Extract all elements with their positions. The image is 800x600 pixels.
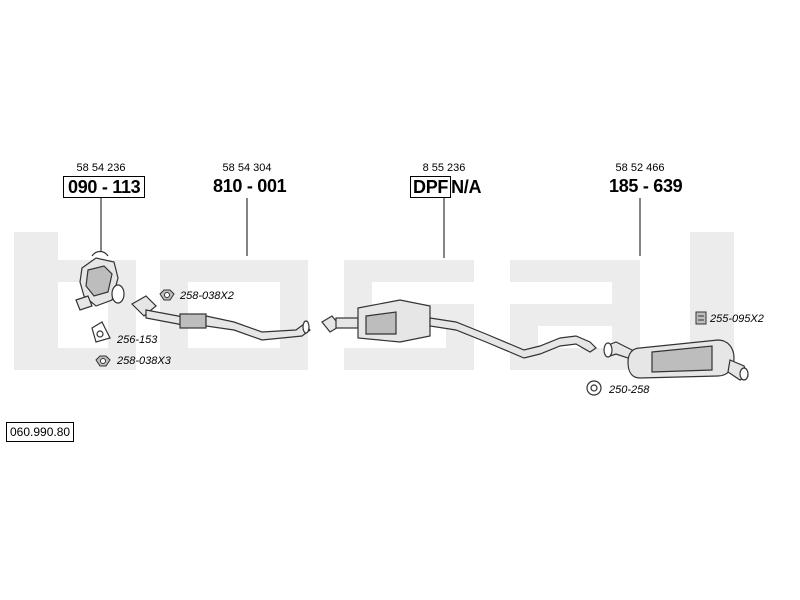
- part-number-4[interactable]: 185 - 639: [609, 176, 683, 196]
- oem-number-1: 58 54 236: [76, 162, 126, 174]
- catalog-number: 060.990.80: [6, 422, 75, 442]
- front-pipe: [131, 295, 311, 341]
- accessory-label-nut-x2[interactable]: 258-038X2: [180, 290, 234, 302]
- leader-lines: [100, 198, 641, 258]
- part-number-3-value: N/A: [451, 177, 482, 197]
- catalytic-converter: [75, 250, 125, 311]
- accessory-label-clamp[interactable]: 250-258: [609, 384, 650, 396]
- rear-silencer: [603, 339, 749, 381]
- oem-number-4: 58 52 466: [615, 162, 665, 174]
- part-number-1[interactable]: 090 - 113: [63, 176, 146, 198]
- accessory-label-nut-x3[interactable]: 258-038X3: [117, 355, 171, 367]
- bolt-icon: [695, 311, 707, 325]
- accessory-label-gasket[interactable]: 256-153: [117, 334, 158, 346]
- oem-number-2: 58 54 304: [222, 162, 272, 174]
- nut-icon: [159, 289, 175, 301]
- clamp-ring-icon: [586, 380, 602, 396]
- gasket-icon: [91, 321, 111, 343]
- dpf-middle-section: [321, 299, 597, 359]
- dpf-label: DPF: [410, 176, 452, 198]
- part-number-2[interactable]: 810 - 001: [213, 176, 287, 196]
- bosal-watermark: [14, 232, 734, 370]
- nut-icon: [95, 355, 111, 367]
- oem-number-3: 8 55 236: [422, 162, 466, 174]
- accessory-label-bolt[interactable]: 255-095X2: [710, 313, 764, 325]
